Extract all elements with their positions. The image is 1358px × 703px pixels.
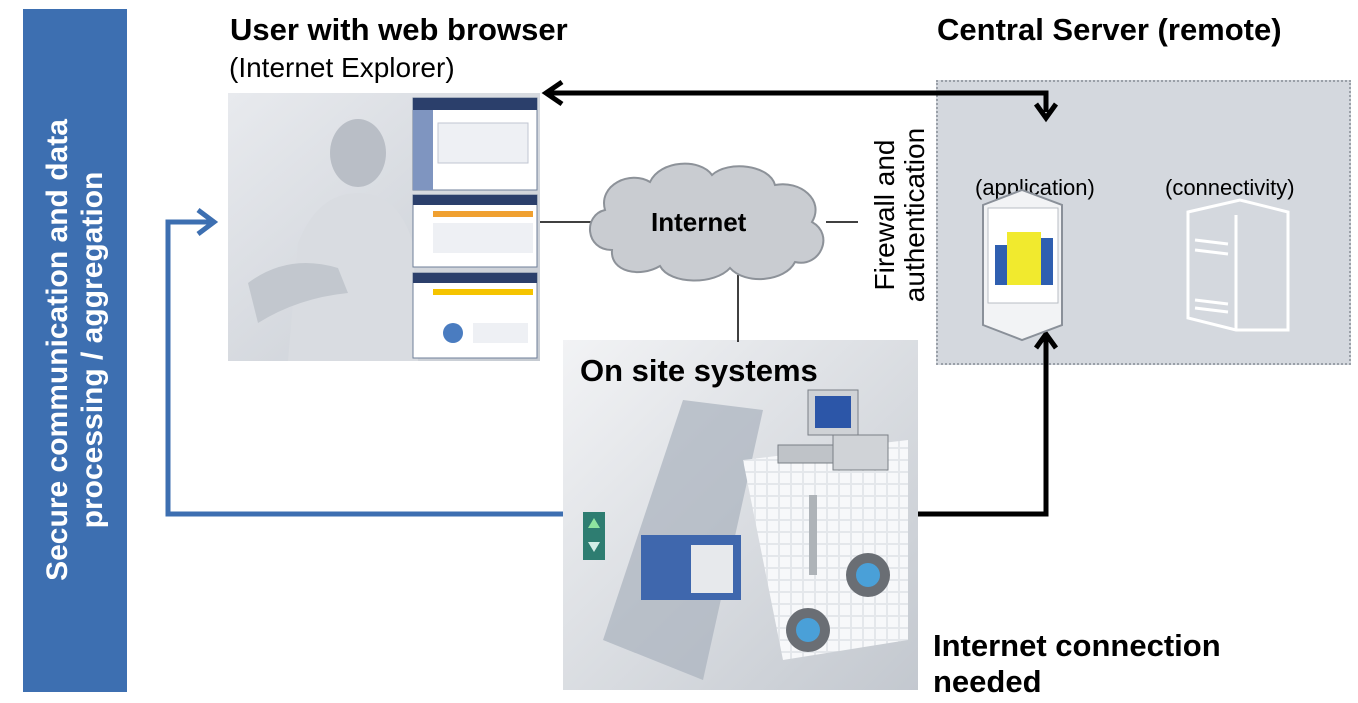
- connection-line-1: Internet connection: [933, 628, 1221, 663]
- arrow-site-user: [165, 219, 563, 517]
- connectivity-server-icon: [1186, 198, 1290, 332]
- user-subtitle: (Internet Explorer): [229, 52, 455, 83]
- internet-label: Internet: [651, 207, 747, 237]
- arrow-head-server-bottom: [1033, 329, 1059, 350]
- connectivity-label: (connectivity): [1165, 175, 1295, 200]
- server-title: Central Server (remote): [937, 12, 1282, 47]
- internet-cloud: [589, 162, 825, 282]
- user-title: User with web browser: [230, 12, 568, 47]
- onsite-title: On site systems: [580, 353, 818, 388]
- user-with-browser-image: [228, 93, 540, 361]
- arrow-head-server-top: [1033, 102, 1059, 123]
- arrow-head-user: [541, 79, 564, 107]
- arrow-user-server: [548, 90, 1049, 112]
- connection-label: Internet connection needed: [933, 628, 1221, 700]
- arrow-head-user-blue: [196, 208, 219, 236]
- arrow-site-server: [918, 338, 1049, 517]
- sidebar-banner: Secure communication and data processing…: [23, 9, 127, 692]
- application-chart-icon: [982, 188, 1063, 342]
- connection-line-2: needed: [933, 664, 1042, 699]
- on-site-systems-image: [563, 340, 918, 690]
